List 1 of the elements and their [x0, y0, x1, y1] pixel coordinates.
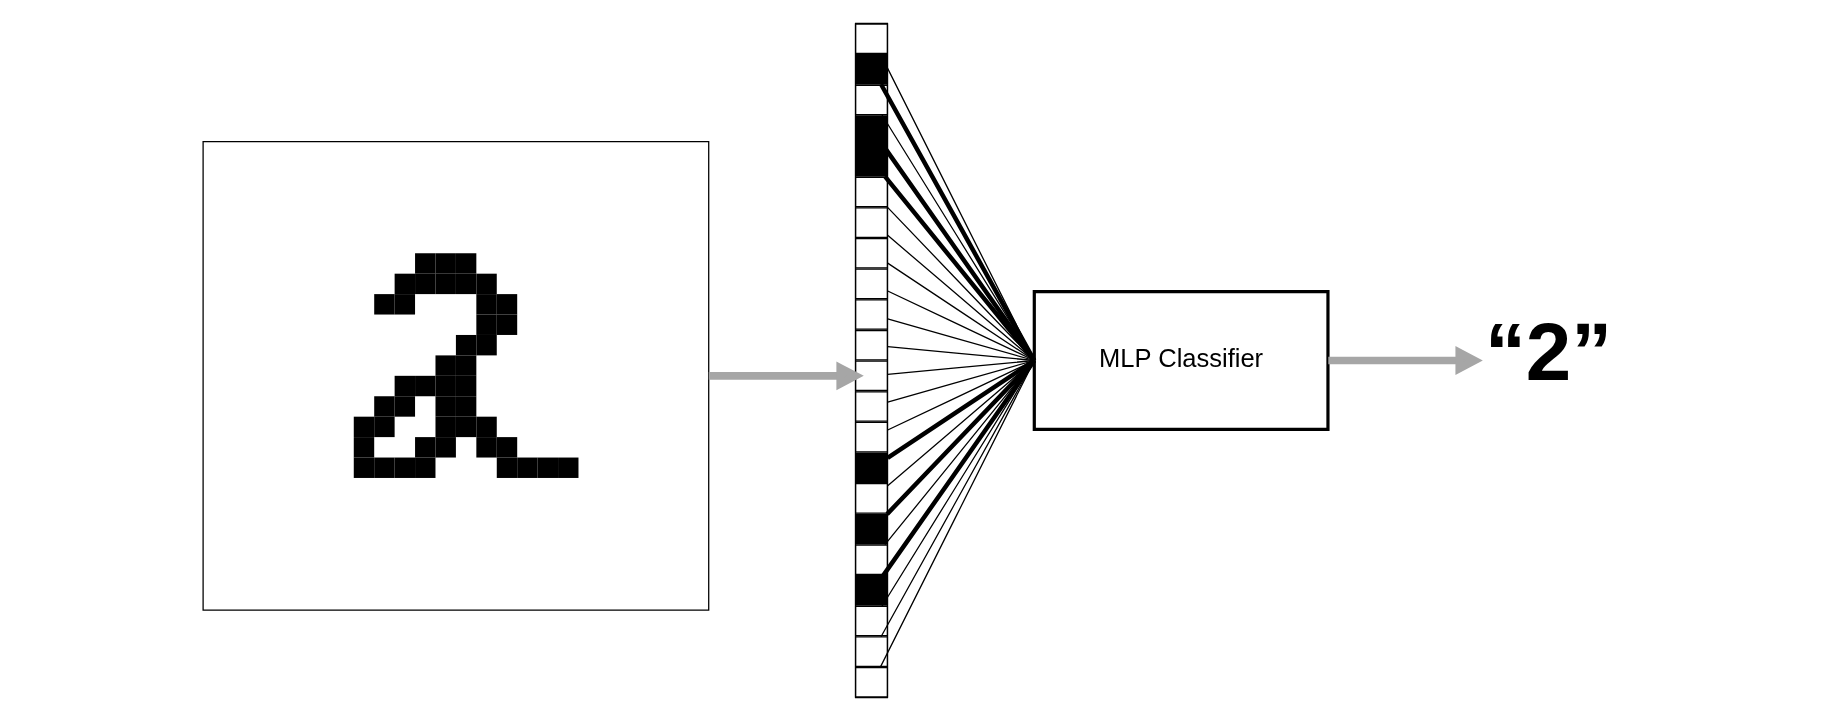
node-text: “2” [1484, 305, 1612, 397]
